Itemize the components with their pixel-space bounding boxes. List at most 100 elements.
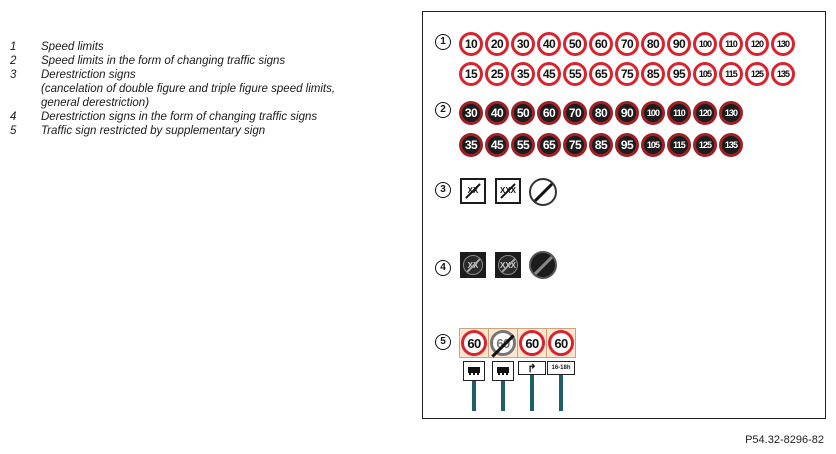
speed-limit-end-sign: 60 [490, 330, 516, 356]
speed-limit-sign: 55 [563, 62, 587, 86]
restricted-sign-truck-derestriction: 60 [488, 328, 518, 411]
changing-speed-limit-sign: 100 [641, 101, 665, 125]
speed-limit-sign: 90 [667, 32, 691, 56]
legend-number: 3 [10, 69, 17, 81]
section-number: 2 [435, 102, 451, 118]
changing-speed-limit-sign: 65 [537, 133, 561, 157]
derestriction-triple-figure-sign: XXX [495, 178, 521, 204]
changing-speed-limit-sign: 45 [485, 133, 509, 157]
legend-text: Traffic sign restricted by supplementary… [41, 125, 266, 137]
sign-pole [530, 375, 534, 411]
derestriction-double-figure-sign: XX [460, 178, 486, 204]
changing-speed-limit-sign: 50 [511, 101, 535, 125]
speed-limit-sign: 10 [459, 32, 483, 56]
turn-arrow-icon: ↱ [527, 362, 537, 375]
speed-limit-sign: 60 [589, 32, 613, 56]
speed-limit-sign: 20 [485, 32, 509, 56]
derestriction-label: XXX [499, 261, 516, 270]
changing-speed-limit-sign: 105 [641, 133, 665, 157]
speed-limit-sign: 105 [693, 62, 717, 86]
speed-limit-sign: 25 [485, 62, 509, 86]
legend: 1 Speed limits 2 Speed limits in the form … [10, 40, 410, 138]
changing-speed-limit-sign: 130 [719, 101, 743, 125]
changing-derestriction-triple-sign: XXX [495, 252, 521, 278]
speed-limit-sign: 30 [511, 32, 535, 56]
changing-general-derestriction-sign [529, 251, 557, 279]
changing-speed-limit-sign: 125 [693, 133, 717, 157]
general-derestriction-sign [529, 178, 557, 206]
sign-pole [472, 381, 476, 411]
speed-limit-sign: 50 [563, 32, 587, 56]
legend-text: Speed limits [41, 41, 104, 53]
truck-icon [467, 366, 481, 376]
speed-limit-sign: 120 [745, 32, 769, 56]
legend-number: 5 [10, 125, 17, 137]
legend-item: 5 Traffic sign restricted by supplementar… [10, 124, 410, 138]
section-number: 3 [435, 182, 451, 198]
derestriction-label: XX [467, 186, 479, 195]
legend-item: 1 Speed limits [10, 40, 410, 54]
supplementary-sign-time: 16-18h [547, 361, 575, 375]
changing-speed-limit-sign: 95 [615, 133, 639, 157]
figure-reference-code: P54.32-8296-82 [745, 434, 824, 446]
changing-speed-limit-sign: 75 [563, 133, 587, 157]
supplementary-sign-arrow: ↱ [518, 361, 546, 375]
speed-limit-sign: 60 [548, 330, 574, 356]
speed-limit-sign: 95 [667, 62, 691, 86]
supplementary-sign-truck [492, 361, 514, 381]
speed-limit-sign: 45 [537, 62, 561, 86]
speed-limit-sign: 85 [641, 62, 665, 86]
changing-speed-limit-sign: 85 [589, 133, 613, 157]
derestriction-label: XXX [499, 186, 516, 195]
speed-limit-sign: 130 [771, 32, 795, 56]
speed-limit-sign: 70 [615, 32, 639, 56]
changing-speed-limit-sign: 35 [459, 133, 483, 157]
speed-limit-sign: 15 [459, 62, 483, 86]
changing-speed-limit-sign: 110 [667, 101, 691, 125]
speed-limit-sign: 100 [693, 32, 717, 56]
speed-limit-sign: 65 [589, 62, 613, 86]
supplementary-sign-truck [463, 361, 485, 381]
section-number: 4 [435, 260, 451, 276]
speed-limit-sign: 135 [771, 62, 795, 86]
sign-pole [559, 375, 563, 411]
changing-speed-limit-sign: 60 [537, 101, 561, 125]
speed-limit-sign: 125 [745, 62, 769, 86]
changing-speed-limit-sign: 115 [667, 133, 691, 157]
legend-item: 3 Derestriction signs (cancelation of dou… [10, 68, 410, 110]
speed-limit-sign: 75 [615, 62, 639, 86]
restricted-sign-time: 60 16-18h [546, 328, 576, 411]
changing-speed-limit-sign: 120 [693, 101, 717, 125]
speed-limit-sign: 115 [719, 62, 743, 86]
speed-limit-sign: 60 [461, 330, 487, 356]
changing-speed-limit-sign: 90 [615, 101, 639, 125]
sign-pole [501, 381, 505, 411]
legend-number: 4 [10, 111, 17, 123]
speed-limit-sign: 40 [537, 32, 561, 56]
legend-item: 2 Speed limits in the form of changing tr… [10, 54, 410, 68]
legend-number: 2 [10, 55, 17, 67]
restricted-sign-truck: 60 [459, 328, 489, 411]
changing-speed-limit-sign: 70 [563, 101, 587, 125]
speed-limit-sign: 80 [641, 32, 665, 56]
restricted-sign-turn: 60 ↱ [517, 328, 547, 411]
speed-limit-sign: 60 [519, 330, 545, 356]
changing-speed-limit-sign: 40 [485, 101, 509, 125]
changing-speed-limit-sign: 135 [719, 133, 743, 157]
changing-speed-limit-sign: 80 [589, 101, 613, 125]
speed-limit-sign: 110 [719, 32, 743, 56]
changing-speed-limit-sign: 55 [511, 133, 535, 157]
legend-text: Speed limits in the form of changing tra… [41, 55, 286, 67]
truck-icon [496, 366, 510, 376]
speed-limit-sign: 35 [511, 62, 535, 86]
legend-number: 1 [10, 41, 17, 53]
legend-text: Derestriction signs (cancelation of doub… [41, 69, 336, 109]
changing-speed-limit-sign: 30 [459, 101, 483, 125]
changing-derestriction-double-sign: XX [460, 252, 486, 278]
section-number: 1 [435, 34, 451, 50]
